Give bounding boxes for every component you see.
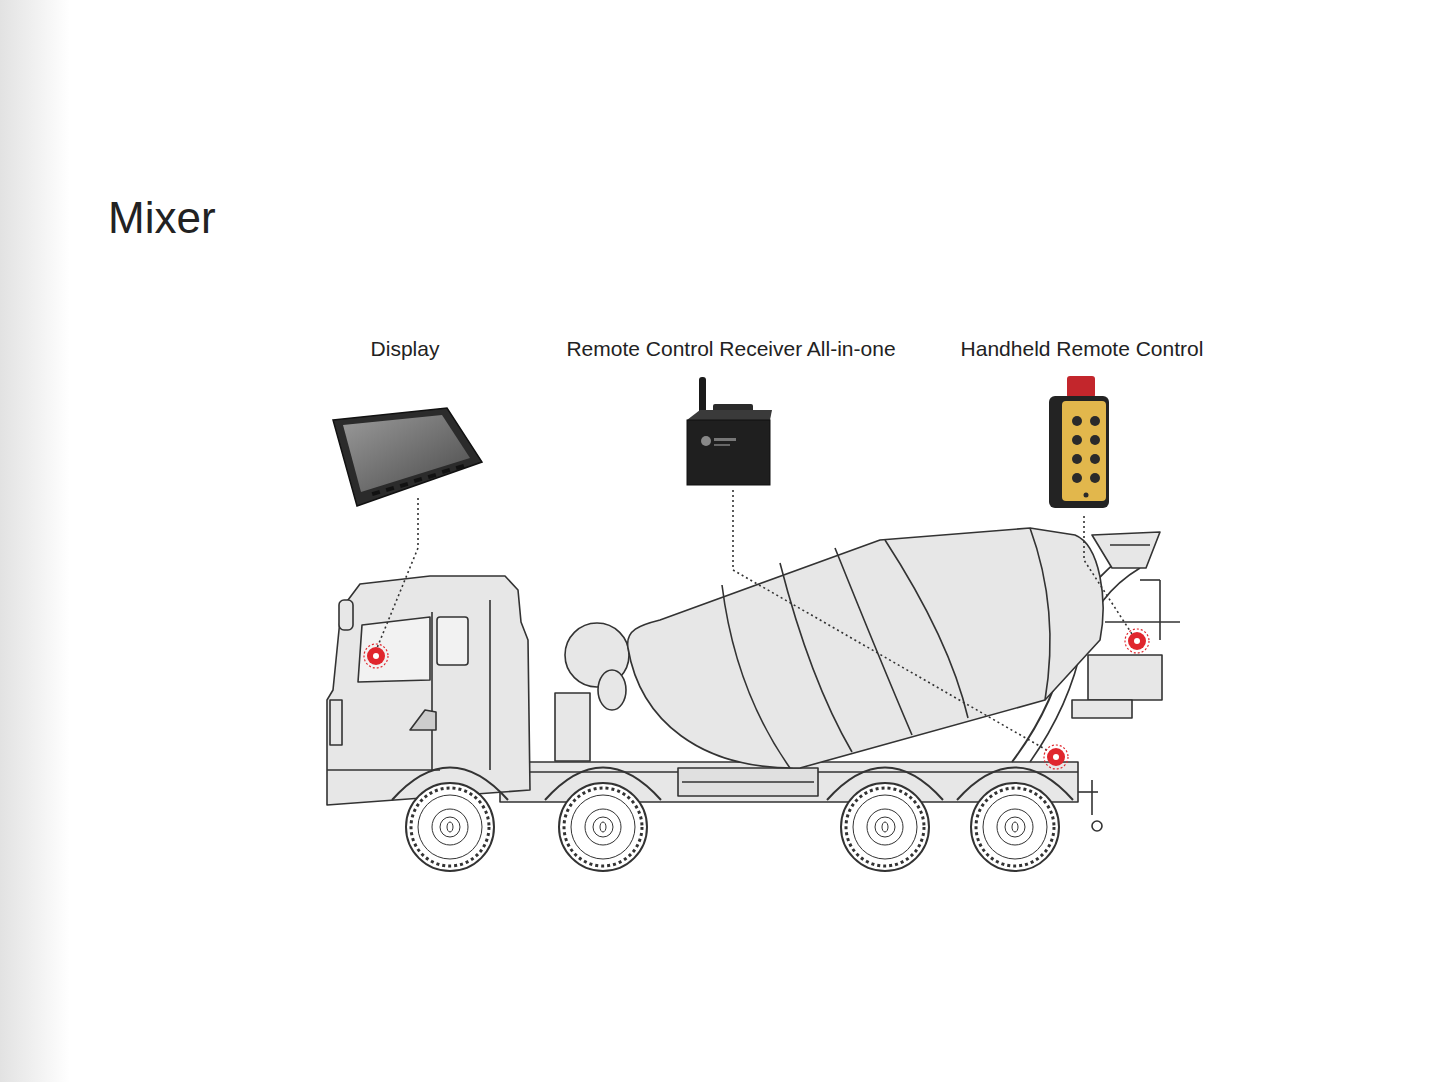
receiver-device: [687, 377, 772, 485]
leader-lines: [377, 490, 1132, 752]
part-label: Handheld Remote Control: [961, 337, 1204, 360]
handheld-remote: [1049, 376, 1109, 508]
display-device: [333, 408, 482, 506]
part-label: Display: [371, 337, 440, 360]
part-label-holder: Display: [371, 337, 440, 361]
mount-markers: [364, 629, 1149, 769]
page-shadow: [0, 0, 70, 1082]
page-title-holder: Mixer: [108, 193, 216, 243]
part-label: Remote Control Receiver All-in-one: [566, 337, 895, 360]
page-title: Mixer: [108, 193, 216, 242]
part-label-holder: Remote Control Receiver All-in-one: [566, 337, 895, 361]
part-label-holder: Handheld Remote Control: [961, 337, 1204, 361]
truck-wheels: [406, 783, 1059, 871]
